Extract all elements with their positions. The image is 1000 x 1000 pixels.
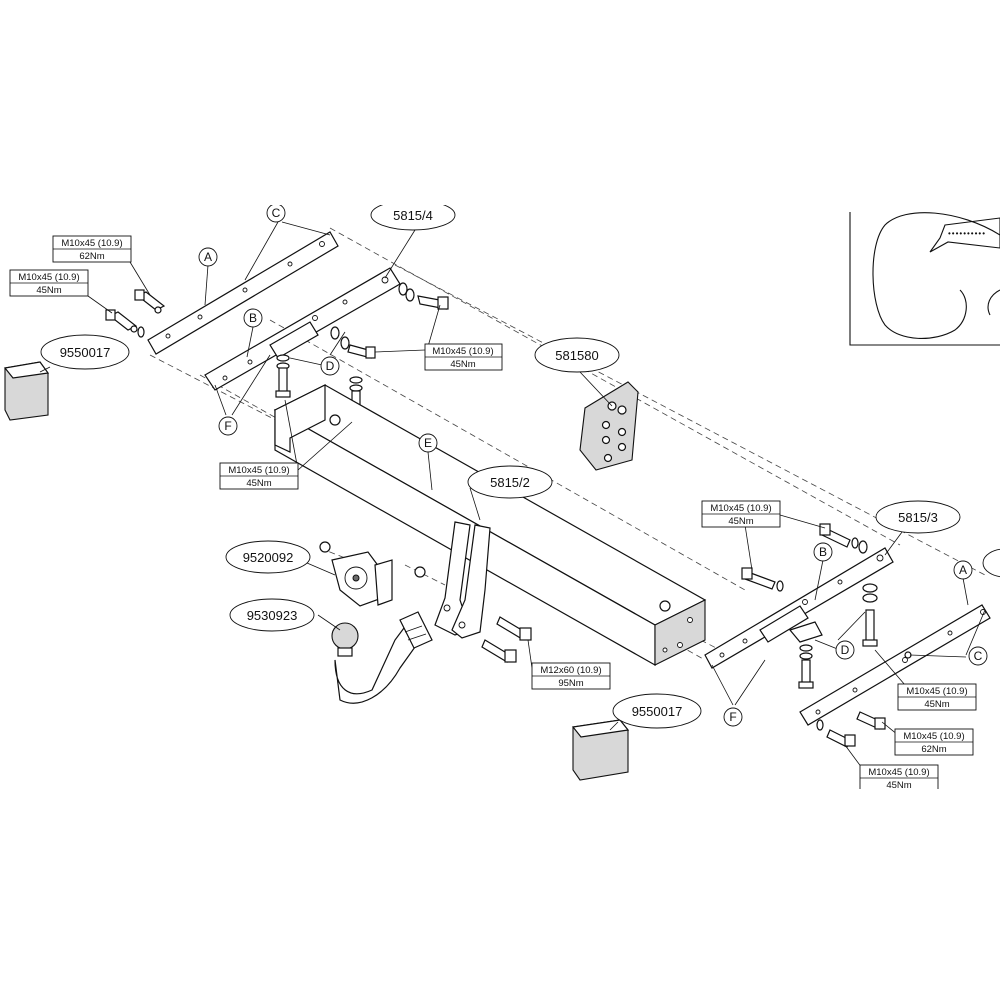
sticker-left <box>3 361 50 421</box>
left-bracket-b <box>204 267 401 391</box>
svg-text:45Nm: 45Nm <box>36 285 61 296</box>
svg-text:45Nm: 45Nm <box>924 699 949 710</box>
letter-e: E <box>418 433 438 453</box>
right-fasteners <box>741 523 912 748</box>
svg-text:C: C <box>272 206 281 220</box>
spec-left-top: M10x45 (10.9) 62Nm <box>52 235 132 263</box>
svg-text:M10x45 (10.9): M10x45 (10.9) <box>710 503 771 514</box>
svg-text:A: A <box>959 563 967 577</box>
letter-f-right: F <box>723 707 743 727</box>
code-sticker-right: 9550017 <box>632 704 683 719</box>
svg-text:95Nm: 95Nm <box>558 678 583 689</box>
svg-text:M10x45 (10.9): M10x45 (10.9) <box>903 731 964 742</box>
svg-text:M10x45 (10.9): M10x45 (10.9) <box>18 272 79 283</box>
spec-right-bottom: M10x45 (10.9) 45Nm <box>859 764 939 792</box>
letter-a-left: A <box>198 247 218 267</box>
svg-text:45Nm: 45Nm <box>450 359 475 370</box>
svg-text:M10x45 (10.9): M10x45 (10.9) <box>228 465 289 476</box>
svg-text:M10x45 (10.9): M10x45 (10.9) <box>432 346 493 357</box>
callout-electrical-kit: 581580 <box>534 337 620 373</box>
code-right-bracket: 5815/3 <box>898 510 938 525</box>
letter-d-right: D <box>835 640 855 660</box>
letter-b-right: B <box>813 542 833 562</box>
callout-right-bracket: 5815/3 <box>875 500 961 534</box>
electrical-kit <box>579 381 639 471</box>
corner-detail-frame: •••••••••• <box>849 212 1000 346</box>
svg-text:M10x45 (10.9): M10x45 (10.9) <box>868 767 929 778</box>
letter-d-left: D <box>320 356 340 376</box>
svg-text:62Nm: 62Nm <box>79 251 104 262</box>
main-cross-bar <box>273 384 707 667</box>
callout-socket-plate: 9520092 <box>225 540 311 574</box>
code-main-bar: 5815/2 <box>490 475 530 490</box>
code-socket-plate: 9520092 <box>243 550 294 565</box>
ball-mount-bolts <box>481 616 532 663</box>
socket-plate <box>319 541 426 607</box>
spec-left-middle: M10x45 (10.9) 45Nm <box>424 343 503 371</box>
svg-text:E: E <box>424 436 432 450</box>
svg-text:D: D <box>326 359 335 373</box>
leader-lines <box>39 221 986 769</box>
spec-right-lower: M10x45 (10.9) 62Nm <box>894 728 974 756</box>
ball-mount-brackets <box>434 521 491 639</box>
spec-right-top: M10x45 (10.9) 45Nm <box>701 500 781 528</box>
sticker-right <box>571 719 630 781</box>
spec-left-second: M10x45 (10.9) 45Nm <box>9 269 89 297</box>
code-left-bracket: 5815/4 <box>393 208 433 223</box>
code-tow-ball: 9530923 <box>247 608 298 623</box>
tow-ball <box>331 611 433 704</box>
callout-main-bar: 5815/2 <box>467 465 553 499</box>
spec-ball-mount: M12x60 (10.9) 95Nm <box>531 662 611 690</box>
spec-right-middle: M10x45 (10.9) 45Nm <box>897 683 977 711</box>
svg-text:F: F <box>729 710 736 724</box>
letter-a-right: A <box>953 560 973 580</box>
svg-text:M10x45 (10.9): M10x45 (10.9) <box>906 686 967 697</box>
svg-text:A: A <box>204 250 212 264</box>
svg-text:B: B <box>819 545 827 559</box>
right-bracket-b <box>704 547 894 669</box>
letter-f-left: F <box>218 416 238 436</box>
code-sticker-left: 9550017 <box>60 345 111 360</box>
svg-text:B: B <box>249 311 257 325</box>
callout-sticker-left: 9550017 <box>40 334 130 370</box>
svg-text:62Nm: 62Nm <box>921 744 946 755</box>
svg-text:D: D <box>841 643 850 657</box>
letter-c-right: C <box>968 646 988 666</box>
right-bracket-a <box>799 604 991 726</box>
svg-text:M12x60 (10.9): M12x60 (10.9) <box>540 665 601 676</box>
code-electrical-kit: 581580 <box>555 348 598 363</box>
svg-text:M10x45 (10.9): M10x45 (10.9) <box>61 238 122 249</box>
top-whitespace <box>0 0 1000 205</box>
svg-text:F: F <box>224 419 231 433</box>
callout-left-bracket: 5815/4 <box>370 199 456 231</box>
svg-text:45Nm: 45Nm <box>886 780 911 791</box>
svg-text:45Nm: 45Nm <box>246 478 271 489</box>
letter-b-left: B <box>243 308 263 328</box>
dots-label: •••••••••• <box>948 229 986 238</box>
callout-right-edge-partial <box>982 548 1000 578</box>
bottom-whitespace <box>0 789 1000 1000</box>
svg-text:45Nm: 45Nm <box>728 516 753 527</box>
letter-c-top: C <box>266 203 286 223</box>
callout-tow-ball: 9530923 <box>229 598 315 632</box>
callout-sticker-right: 9550017 <box>612 693 702 729</box>
spec-left-lower: M10x45 (10.9) 45Nm <box>219 462 299 490</box>
svg-text:C: C <box>974 649 983 663</box>
left-bracket-a <box>147 231 339 355</box>
